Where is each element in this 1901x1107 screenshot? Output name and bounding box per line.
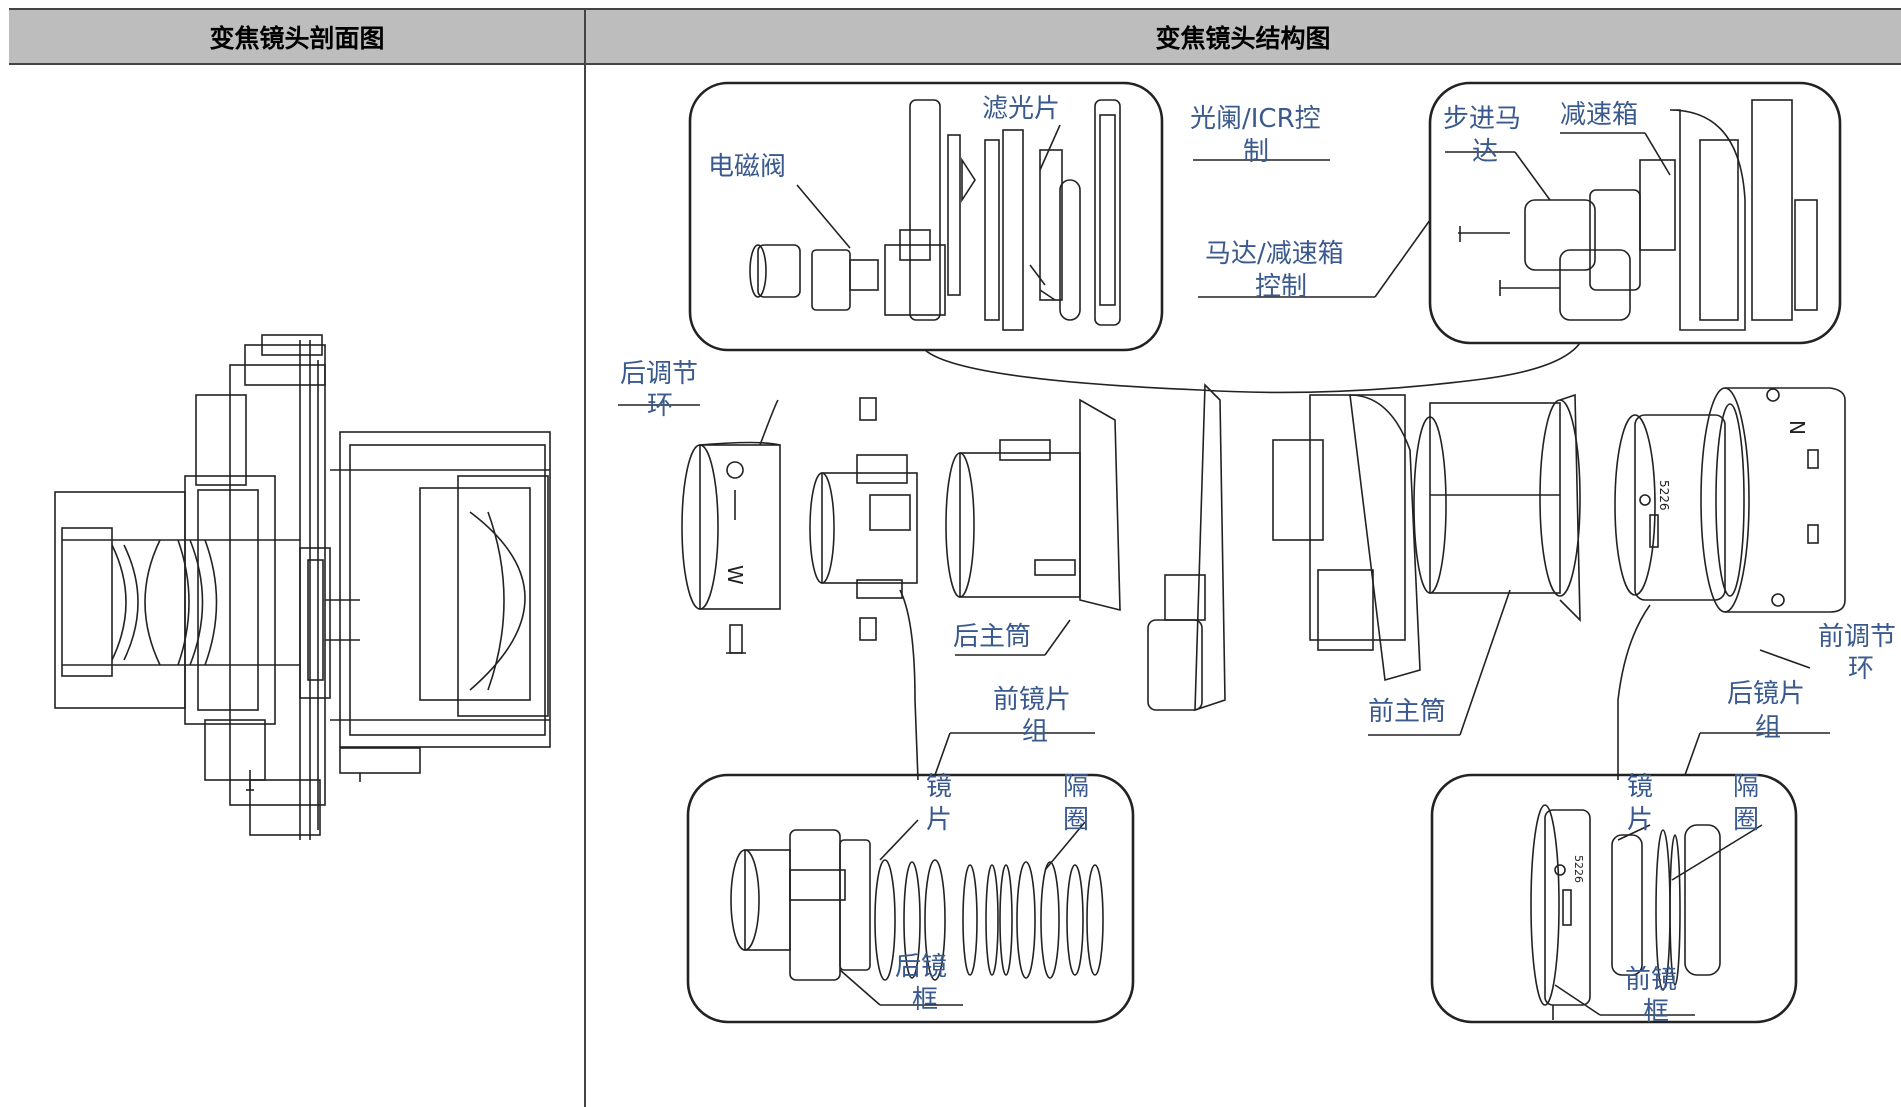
leader-lens-a <box>879 819 919 861</box>
label-stepper-motor-line1: 步进马 <box>1443 104 1521 134</box>
leader-front-adjust <box>1759 649 1811 669</box>
label-front-lens-group-line2: 组 <box>1022 717 1048 747</box>
label-rear-lens-group-line2: 组 <box>1755 713 1781 743</box>
front-main-barrel <box>1413 393 1581 622</box>
label-rear-adjust-ring-line1: 后调节 <box>620 359 698 389</box>
leader-spacer-b <box>1671 824 1763 881</box>
label-spacer-b-line1: 隔 <box>1733 772 1759 802</box>
rear-lens-group-cylinder <box>1614 414 1726 601</box>
part-code-a: 5226 <box>1657 480 1671 511</box>
label-rear-frame-line1: 后镜 <box>895 952 947 982</box>
lens-frame <box>809 454 918 599</box>
label-iris-icr-line1: 光阑/ICR控 <box>1190 104 1321 134</box>
zoom-lens-cross-section <box>54 334 551 840</box>
label-front-adjust-ring-line1: 前调节 <box>1818 622 1896 652</box>
label-stepper-motor-line2: 达 <box>1472 137 1498 167</box>
structure-view-header: 变焦镜头结构图 <box>585 10 1901 65</box>
leader-solenoid <box>796 184 851 249</box>
rear-main-barrel <box>945 398 1121 612</box>
ring-mark-n: N <box>1785 420 1809 435</box>
part-code-b: 5226 <box>1572 855 1585 883</box>
motor-gearbox-callout <box>1428 81 1842 345</box>
ring-mark-w: W <box>723 565 747 585</box>
label-spacer-b-line2: 圈 <box>1733 805 1759 835</box>
label-lens-a-line1: 镜 <box>926 772 952 802</box>
leader-rear-main-barrel-diag <box>1044 619 1071 656</box>
label-solenoid-valve: 电磁阀 <box>708 152 786 182</box>
label-gearbox: 减速箱 <box>1560 100 1638 130</box>
front-lens-group-callout <box>686 773 1135 1024</box>
screw-bottom <box>859 617 877 641</box>
label-filter: 滤光片 <box>982 94 1060 124</box>
label-iris-icr-line2: 制 <box>1243 137 1269 167</box>
figure-table: 变焦镜头剖面图 变焦镜头结构图 <box>9 8 1901 1107</box>
label-front-adjust-ring-line2: 环 <box>1848 654 1874 684</box>
leader-rear-lens-group-diag <box>1684 732 1701 776</box>
label-rear-lens-group-line1: 后镜片 <box>1727 679 1805 709</box>
label-lens-b-line2: 片 <box>1627 805 1653 835</box>
rear-lens-group-callout <box>1430 773 1798 1024</box>
gear-assembly <box>1272 394 1421 682</box>
screw-top <box>859 397 877 421</box>
lens-group-connector-right <box>1617 604 1651 780</box>
iris-icr-callout <box>688 81 1164 352</box>
label-front-frame-line2: 框 <box>1643 997 1669 1027</box>
leader-motor-gearbox-diag <box>1374 219 1431 298</box>
leader-stepper-diag <box>1514 151 1551 201</box>
leader-gearbox-diag <box>1644 132 1671 176</box>
front-adjust-ring <box>1700 387 1846 613</box>
connector-arc-top <box>924 342 1581 394</box>
label-lens-b-line1: 镜 <box>1627 772 1653 802</box>
label-rear-adjust-ring-line2: 环 <box>647 391 673 421</box>
label-front-frame-line1: 前镜 <box>1625 965 1677 995</box>
leader-lens-b <box>1617 824 1651 841</box>
label-rear-main-barrel: 后主筒 <box>953 622 1031 652</box>
label-spacer-a-line1: 隔 <box>1063 772 1089 802</box>
label-rear-frame-line2: 框 <box>912 985 938 1015</box>
motor-mount-plate <box>1147 383 1226 712</box>
leader-spacer-a <box>1044 821 1086 871</box>
label-spacer-a-line2: 圈 <box>1063 805 1089 835</box>
column-divider <box>584 10 586 1107</box>
label-front-lens-group-line1: 前镜片 <box>993 685 1071 715</box>
section-view-header: 变焦镜头剖面图 <box>9 10 585 65</box>
label-lens-a-line2: 片 <box>926 805 952 835</box>
leader-front-lens-group-diag <box>934 732 951 776</box>
leader-filter <box>1039 124 1061 171</box>
label-front-main-barrel: 前主筒 <box>1368 697 1446 727</box>
label-motor-gearbox-line2: 控制 <box>1255 272 1307 302</box>
rear-adjust-ring <box>681 399 781 654</box>
label-motor-gearbox-line1: 马达/减速箱 <box>1205 239 1344 269</box>
lens-group-connector-left <box>899 589 919 781</box>
leader-front-main-barrel-diag <box>1459 589 1511 736</box>
